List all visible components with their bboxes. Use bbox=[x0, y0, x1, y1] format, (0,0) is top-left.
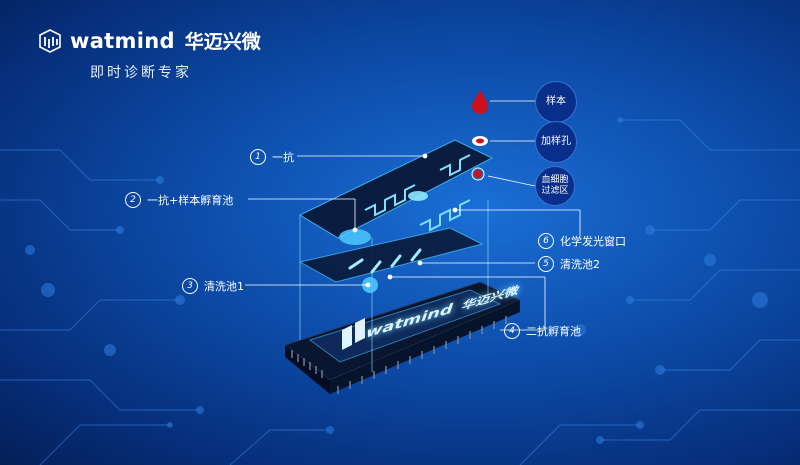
brand-name-cn: 华迈兴微 bbox=[184, 31, 261, 53]
label-1-text: 一抗 bbox=[272, 151, 294, 164]
label-6-text: 化学发光窗口 bbox=[560, 235, 626, 248]
chip-base bbox=[283, 281, 522, 394]
label-1-num: 1 bbox=[250, 149, 266, 165]
label-4-text: 二抗孵育池 bbox=[526, 325, 581, 338]
label-4-num: 4 bbox=[504, 323, 520, 339]
label-2-text: 一抗+样本孵育池 bbox=[147, 194, 234, 207]
label-6-num: 6 bbox=[538, 233, 554, 249]
middle-layer bbox=[298, 227, 484, 293]
label-5: 5 清洗池2 bbox=[538, 256, 600, 272]
bubble-sample: 样本 bbox=[535, 81, 577, 123]
bubble-sample-port: 加样孔 bbox=[535, 121, 577, 163]
leader-lines bbox=[245, 100, 581, 331]
label-3-text: 清洗池1 bbox=[204, 280, 244, 293]
sample-port-icon bbox=[472, 136, 488, 146]
chip-logo-mark-icon bbox=[342, 318, 365, 350]
brand-name-en: watmind bbox=[70, 28, 175, 53]
label-3: 3 清洗池1 bbox=[182, 278, 244, 294]
label-1: 1 一抗 bbox=[250, 149, 294, 165]
blood-drop-icon bbox=[472, 90, 488, 114]
brand-logo: watmind 华迈兴微 bbox=[38, 27, 261, 54]
label-5-num: 5 bbox=[538, 256, 554, 272]
label-2-num: 2 bbox=[125, 192, 141, 208]
logo-mark-icon bbox=[39, 28, 61, 53]
bubble-filter: 血细胞过滤区 bbox=[535, 166, 575, 206]
label-2: 2 一抗+样本孵育池 bbox=[125, 192, 233, 208]
label-6: 6 化学发光窗口 bbox=[538, 233, 626, 249]
slogan: 即时诊断专家 bbox=[90, 65, 192, 81]
label-4: 4 二抗孵育池 bbox=[504, 323, 581, 339]
label-3-num: 3 bbox=[182, 278, 198, 294]
top-layer bbox=[298, 139, 494, 245]
label-5-text: 清洗池2 bbox=[560, 258, 600, 271]
